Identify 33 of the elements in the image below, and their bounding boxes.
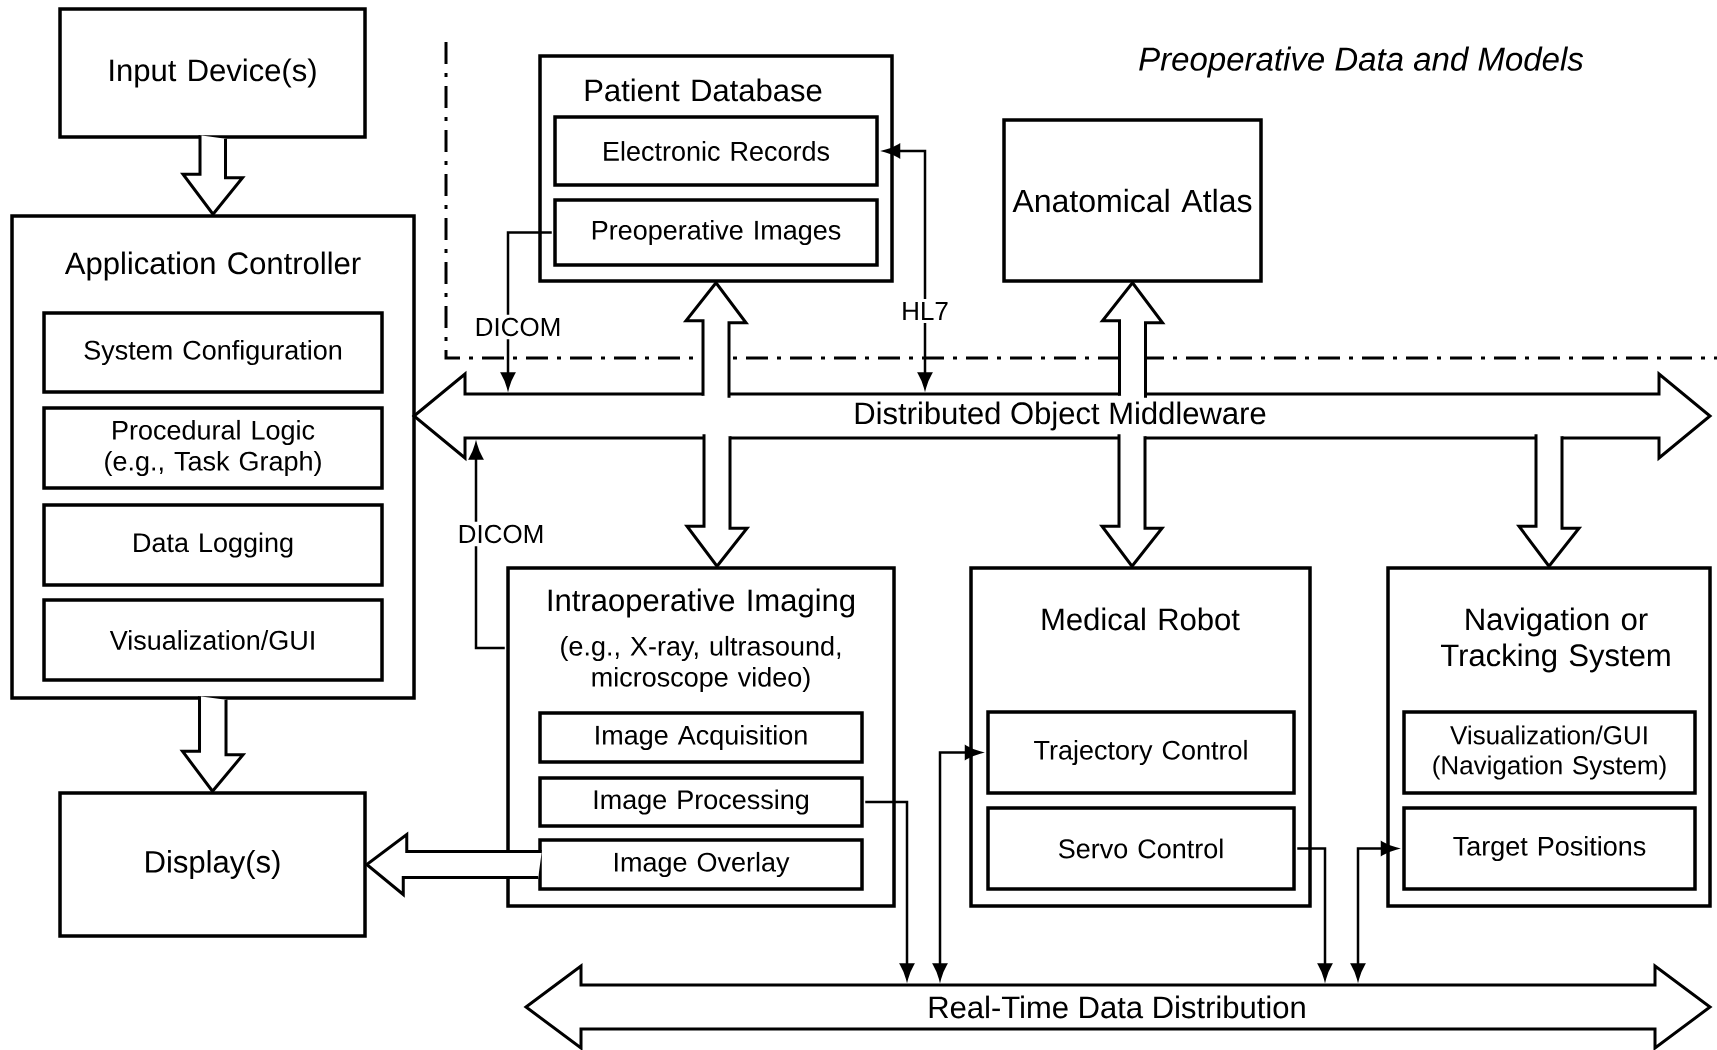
process-box: Visualization/GUI (Navigation System) <box>1402 710 1697 795</box>
process-box: Image Overlay <box>538 838 864 891</box>
arrow <box>883 144 932 389</box>
process-box: Input Device(s) <box>58 7 367 139</box>
process-box: Trajectory Control <box>986 710 1296 795</box>
hollow-arrow <box>364 831 544 898</box>
process-box: Visualization/GUI <box>42 598 384 682</box>
process-box: Electronic Records <box>553 115 879 187</box>
arrow <box>865 800 914 980</box>
hollow-arrow <box>682 280 749 400</box>
hollow-arrow <box>684 432 751 569</box>
region-label: Preoperative Data and Models <box>1139 46 1584 78</box>
process-box: Preoperative Images <box>553 198 879 267</box>
process-box: Target Positions <box>1402 806 1697 891</box>
hollow-arrow <box>1099 280 1166 400</box>
arrow <box>469 443 505 650</box>
process-box: Image Processing <box>538 776 864 828</box>
process-box: Display(s) <box>58 791 367 938</box>
edge-label: DICOM <box>454 521 548 547</box>
process-box: Servo Control <box>986 806 1296 891</box>
hollow-arrow <box>1099 432 1166 569</box>
process-box: Data Logging <box>42 503 384 587</box>
process-box: System Configuration <box>42 311 384 394</box>
edge-label: DICOM <box>471 314 565 340</box>
hollow-arrow <box>1516 432 1583 569</box>
arrow <box>1297 847 1332 980</box>
process-box: Anatomical Atlas <box>1002 118 1263 283</box>
process-box: Image Acquisition <box>538 711 864 764</box>
hollow-arrow <box>180 133 246 217</box>
hollow-arrow <box>179 694 247 794</box>
process-box: Procedural Logic (e.g., Task Graph) <box>42 406 384 490</box>
edge-label: HL7 <box>898 299 952 323</box>
arrow <box>501 231 552 389</box>
